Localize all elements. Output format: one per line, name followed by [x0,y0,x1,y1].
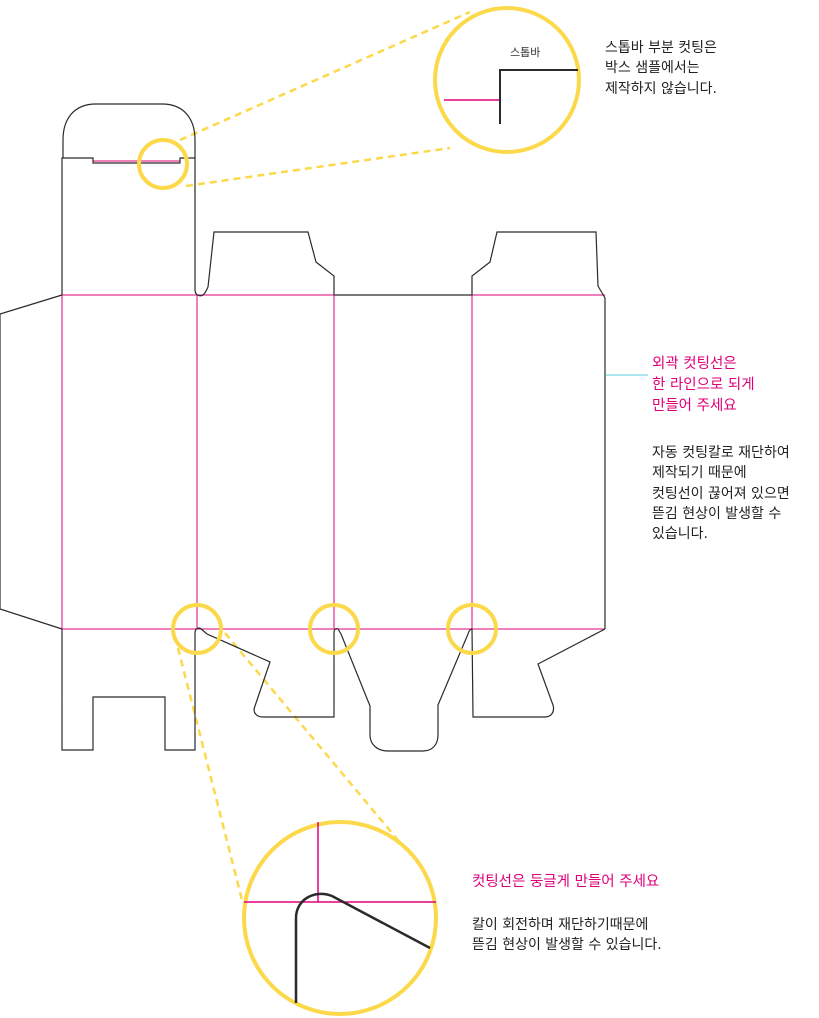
corner-highlight-circle-2 [308,603,360,655]
outer-cut-title: 외곽 컷팅선은 한 라인으로 되게 만들어 주세요 [652,354,755,417]
rounded-cut-body-line-1: 칼이 회전하며 재단하기때문에 [472,917,649,933]
bottom-connector-left [176,647,244,901]
stopper-note-line-1: 스톱바 부분 컷팅은 [605,40,717,56]
stopper-magnifier [433,6,581,154]
fold-lines [61,160,605,630]
bottom-flap-left [61,627,201,751]
rounded-cut-body-line-2: 뜯김 현상이 발생할 수 있습니다. [472,937,662,954]
dust-flap-right-top [334,231,606,629]
tuck-flap-outline [61,103,196,295]
stopper-note-line-2: 박스 샘플에서는 [605,60,700,77]
highlight-circles [137,138,498,655]
outer-cut-body: 자동 컷팅칼로 재단하여 제작되기 때문에 컷팅선이 끊어져 있으면 뜯김 현상… [652,443,790,544]
stopper-note: 스톱바 부분 컷팅은 박스 샘플에서는 제작하지 않습니다. [605,38,717,99]
rounded-cut-body: 칼이 회전하며 재단하기때문에 뜯김 현상이 발생할 수 있습니다. [472,915,662,956]
glue-flap-outline [0,294,63,630]
bottom-connector-right [224,632,403,846]
corner-highlight-circle-1 [171,603,223,655]
outer-cut-body-line-2: 제작되기 때문에 [652,465,747,482]
stopper-note-line-3: 제작하지 않습니다. [605,80,717,97]
bottom-flap-panel-2 [199,627,339,718]
outer-cut-body-line-4: 뜯김 현상이 발생할 수 [652,505,782,522]
top-connector-upper [179,10,471,142]
outer-cut-title-line-3: 만들어 주세요 [652,398,737,415]
magnified-rounded-cut [294,892,431,1003]
stopper-label: 스톱바 [510,46,541,59]
outer-cut-body-line-1: 자동 컷팅칼로 재단하여 [652,445,790,461]
top-connector-lower [185,146,451,188]
bottom-flap-panel-4 [471,628,606,718]
outer-cut-body-line-3: 컷팅선이 끊어져 있으면 [652,485,790,502]
stopper-magnifier-circle [433,6,581,154]
tuck-flap-side [194,158,335,297]
outer-cut-title-line-2: 한 라인으로 되게 [652,377,755,394]
stopper-highlight-circle [137,138,189,190]
outer-cut-title-line-1: 외곽 컷팅선은 [652,356,737,372]
bottom-flap-panel-3 [337,628,473,752]
cut-lines [0,103,606,752]
rounded-corner-magnifier-circle [242,820,438,1016]
outer-cut-body-line-5: 있습니다. [652,526,708,543]
rounded-cut-title: 컷팅선은 둥글게 만들어 주세요 [472,874,660,890]
corner-highlight-circle-3 [446,603,498,655]
stopper-magnified-cut [499,69,578,124]
rounded-corner-magnifier [242,820,438,1016]
callout-connectors [176,10,471,901]
